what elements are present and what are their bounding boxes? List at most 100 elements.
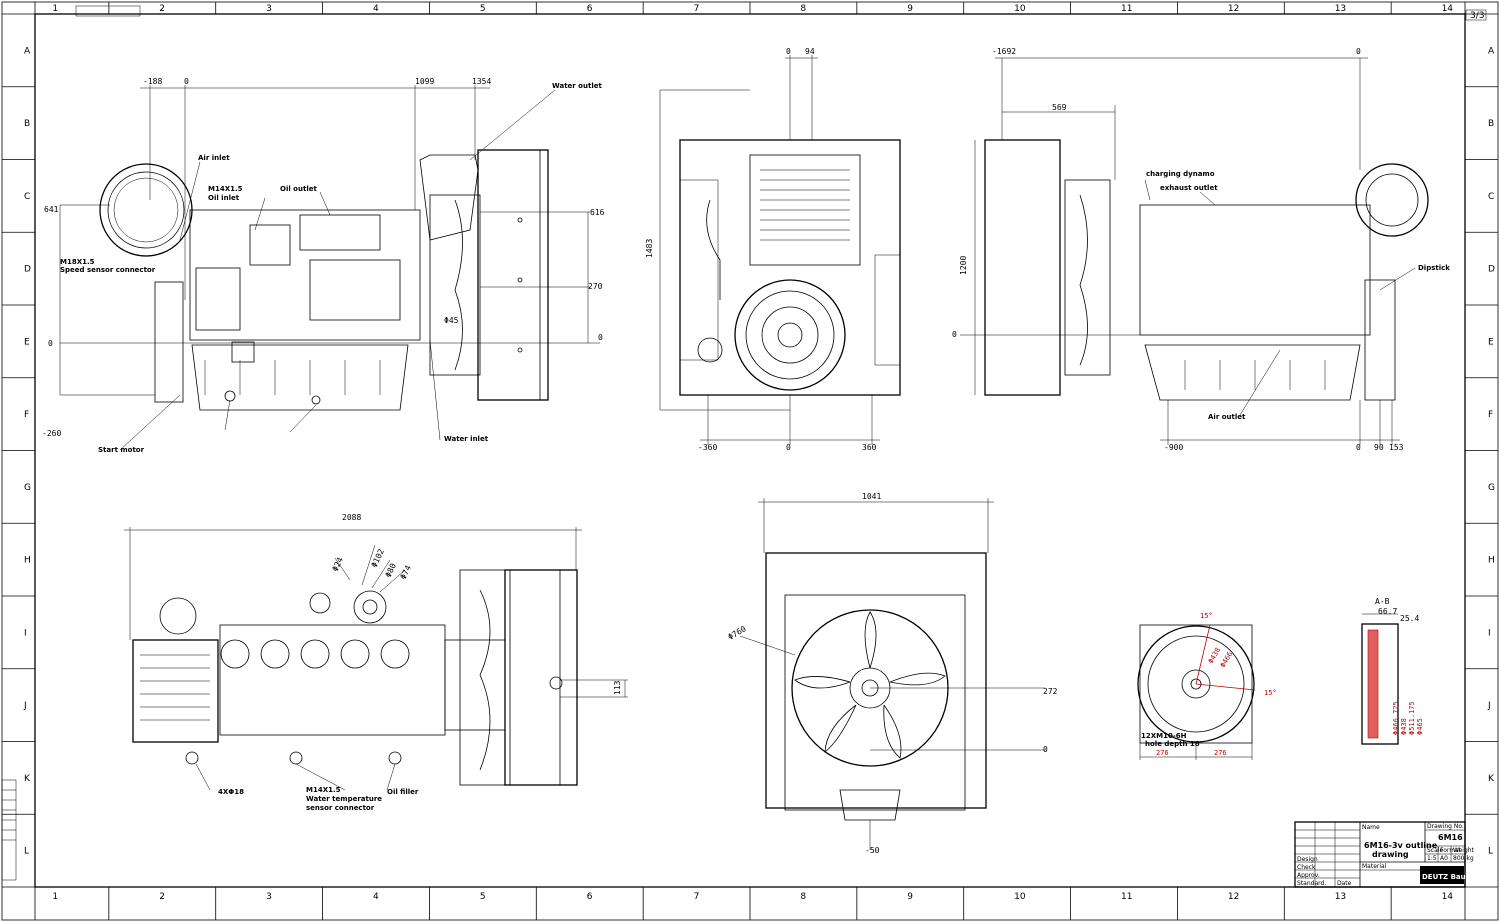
top-dim-113: 113 <box>613 680 622 695</box>
row-label: D <box>1488 265 1495 275</box>
label-water-temp: Water temperature <box>306 795 382 803</box>
side-dim-x3: 1099 <box>415 77 434 86</box>
column-label: 4 <box>373 4 379 14</box>
fly-dim-276a: 276 <box>1156 749 1169 757</box>
side-dim-x1: -188 <box>143 77 162 86</box>
side-dim-y1: 641 <box>44 205 59 214</box>
row-label: F <box>24 410 29 420</box>
row-label: E <box>1488 337 1494 347</box>
tb-name2: drawing <box>1372 850 1409 859</box>
fan-dim-width: 1041 <box>862 492 881 501</box>
tb-logo: DEUTZ Baudouin <box>1422 873 1488 881</box>
tb-dwg-hdr: Drawing No. <box>1427 823 1464 830</box>
column-label: 7 <box>694 4 700 14</box>
row-label: K <box>1488 774 1495 784</box>
tb-material-hdr: Material <box>1362 863 1387 870</box>
tb-row-4: Date <box>1337 880 1352 887</box>
row-label: G <box>24 483 31 493</box>
front-dim-height: 1483 <box>645 239 654 258</box>
column-label: 10 <box>1014 4 1026 14</box>
tb-row-2: Approv. <box>1297 872 1320 879</box>
section-red-0: Φ466.725 <box>1392 701 1400 735</box>
tb-v2: 1:5 <box>1427 855 1437 862</box>
column-label: 10 <box>1014 892 1026 902</box>
tb-c3: Weight <box>1453 847 1475 854</box>
label-air-inlet: Air inlet <box>198 154 230 162</box>
label-oil-filler: Oil filler <box>387 788 419 796</box>
column-label: 13 <box>1335 892 1346 902</box>
column-label: 9 <box>907 4 913 14</box>
fly-dim-bore: Φ466 <box>1219 650 1234 669</box>
view-rear-elevation: -1692 0 569 1200 0 -900 0 90 153 chargin… <box>952 47 1450 452</box>
tb-dwg-no: 6M16 <box>1438 833 1463 842</box>
row-label: L <box>1488 847 1493 857</box>
row-label: E <box>24 337 30 347</box>
column-label: 7 <box>694 892 700 902</box>
row-label: L <box>24 847 29 857</box>
tb-row-3: Standard. <box>1297 880 1326 887</box>
label-charging-dynamo: charging dynamo <box>1146 170 1215 178</box>
label-sensor-conn: sensor connector <box>306 804 375 812</box>
front-dim-b3: 360 <box>862 443 877 452</box>
row-label: K <box>24 774 31 784</box>
top-dim-phi24: Φ24 <box>331 556 345 573</box>
label-fly-holes: 12XM10-6H <box>1141 732 1187 740</box>
column-label: 1 <box>52 892 58 902</box>
label-holes-18: 4XΦ18 <box>218 788 244 796</box>
label-water-inlet: Water inlet <box>444 435 489 443</box>
row-label: J <box>1487 701 1491 711</box>
title-block: Name 6M16-3v outline drawing Material Dr… <box>1294 821 1488 888</box>
section-red-2: Φ511.175 <box>1408 701 1416 735</box>
tb-row-0: Design <box>1297 856 1318 863</box>
rear-dim-top2: 0 <box>1356 47 1361 56</box>
fan-dim-bottom: -50 <box>865 846 880 855</box>
label-speed-thread: M18X1.5 <box>60 258 95 266</box>
row-label: B <box>1488 119 1494 129</box>
fly-dim-ang1: 15° <box>1200 612 1213 620</box>
tb-name-hdr: Name <box>1362 824 1380 831</box>
rear-dim-b4: 153 <box>1389 443 1404 452</box>
fly-dim-ang2: 15° <box>1264 689 1277 697</box>
label-oil-outlet: Oil outlet <box>280 185 317 193</box>
fan-dim-phi760: Φ760 <box>727 624 748 642</box>
column-label: 13 <box>1335 4 1346 14</box>
fan-dim-272: 272 <box>1043 687 1058 696</box>
side-dim-x4: 1354 <box>472 77 491 86</box>
column-label: 3 <box>266 892 272 902</box>
label-speed-sensor: Speed sensor connector <box>60 266 156 274</box>
top-dim-phi102: Φ102 <box>370 547 386 568</box>
row-label: A <box>1488 46 1495 56</box>
rear-dim-b2: 0 <box>1356 443 1361 452</box>
column-label: 11 <box>1121 4 1132 14</box>
row-label: H <box>24 556 31 566</box>
column-label: 2 <box>159 4 165 14</box>
rear-dim-top1: -1692 <box>992 47 1016 56</box>
column-label: 6 <box>587 892 593 902</box>
row-label: I <box>24 628 27 638</box>
column-label: 5 <box>480 892 486 902</box>
row-label: G <box>1488 483 1495 493</box>
tb-c2: Format <box>1440 847 1462 854</box>
rear-dim-b3: 90 <box>1374 443 1384 452</box>
tb-v1: A0 <box>1440 855 1448 862</box>
label-start-motor: Start motor <box>98 446 145 454</box>
column-label: 3 <box>266 4 272 14</box>
column-label: 11 <box>1121 892 1132 902</box>
label-fly-depth: hole depth 18 <box>1145 740 1200 748</box>
side-dim-y3: -260 <box>42 429 61 438</box>
tb-row-1: Check <box>1297 864 1316 871</box>
view-top: 2088 113 Φ24 Φ102 Φ80 Φ74 4XΦ18 M14X1.5 … <box>124 513 628 812</box>
label-oil-inlet: Oil inlet <box>208 194 240 202</box>
page-mark: 3/3 <box>1470 11 1484 21</box>
front-dim-b2: 0 <box>786 443 791 452</box>
side-dim-r2: 270 <box>588 282 603 291</box>
label-dipstick: Dipstick <box>1418 264 1450 272</box>
label-m14-top: M14X1.5 <box>306 786 341 794</box>
section-dim-254: 25.4 <box>1400 614 1419 623</box>
column-label: 12 <box>1228 4 1239 14</box>
row-label: C <box>24 192 30 202</box>
row-label: H <box>1488 556 1495 566</box>
section-red-1: Φ438 <box>1400 718 1408 735</box>
